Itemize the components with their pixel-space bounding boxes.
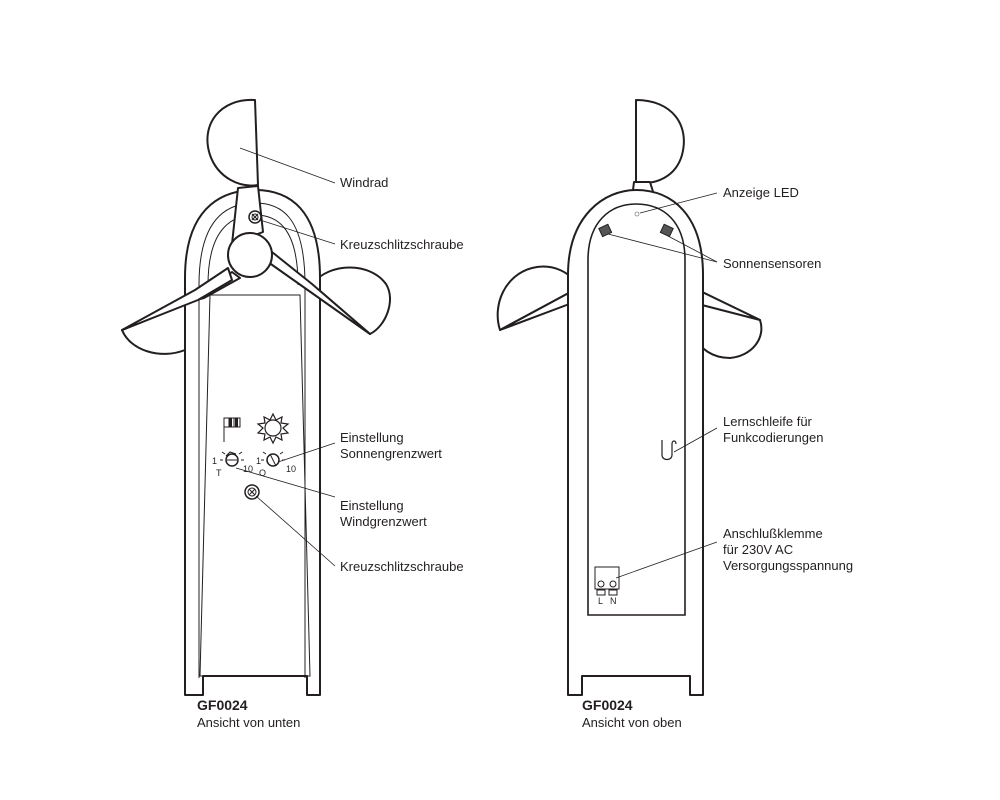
label-wind-setting-1: Einstellung: [340, 498, 404, 513]
leader-screw-bottom: [255, 495, 336, 567]
label-loop-1: Lernschleife für: [723, 414, 813, 429]
leader-loop: [673, 427, 718, 453]
right-model-title: GF0024: [582, 697, 633, 713]
left-top-screw: [248, 210, 262, 224]
leader-screw-top: [259, 219, 336, 245]
sun-dial-o: O: [259, 468, 266, 478]
left-right-cup: [311, 266, 391, 335]
leader-sensor-right: [667, 235, 718, 263]
terminal-mark-l: L: [598, 596, 603, 606]
leader-sun-setting: [277, 442, 336, 463]
indicator-led: [634, 211, 640, 217]
left-blade-left-arm: [121, 267, 233, 331]
wind-dial-min: 1: [212, 456, 217, 466]
wind-threshold-dial: [220, 451, 244, 467]
label-sun-setting-2: Sonnengrenzwert: [340, 446, 442, 461]
learning-loop: [661, 440, 677, 461]
leader-sensor-left: [607, 233, 718, 263]
sun-icon: [256, 412, 290, 445]
left-view-caption: Ansicht von unten: [197, 715, 300, 730]
left-bottom-screw: [244, 484, 260, 500]
leader-terminal: [615, 541, 718, 579]
sun-dial-max: 10: [286, 464, 296, 474]
right-device-view: L N Anzeige LED Sonnensensoren Lernschle…: [496, 99, 853, 730]
left-wheel-hub: [227, 232, 273, 278]
terminal-mark-n: N: [610, 596, 617, 606]
power-terminal-block: [594, 566, 620, 596]
label-wind-setting-2: Windgrenzwert: [340, 514, 427, 529]
wind-dial-max: 10: [243, 464, 253, 474]
sun-sensor-right: [659, 223, 674, 238]
wind-dial-t: T: [216, 468, 222, 478]
left-model-title: GF0024: [197, 697, 248, 713]
leader-windrad: [239, 147, 336, 184]
label-led: Anzeige LED: [723, 185, 799, 200]
left-device-body: [184, 189, 321, 696]
label-windrad: Windrad: [340, 175, 388, 190]
left-device-view: 1 10 T 1 10 O Windrad Kreuzschlitzschrau…: [121, 98, 464, 730]
sun-dial-min: 1: [256, 456, 261, 466]
label-terminal-1: Anschlußklemme: [723, 526, 823, 541]
left-blade-top: [231, 185, 264, 245]
right-view-caption: Ansicht von oben: [582, 715, 682, 730]
leader-led: [639, 192, 718, 214]
label-sun-setting-1: Einstellung: [340, 430, 404, 445]
left-top-cup: [206, 98, 259, 187]
sun-sensor-left: [598, 223, 613, 238]
label-terminal-3: Versorgungsspannung: [723, 558, 853, 573]
leader-wind-setting: [235, 467, 336, 498]
label-sensors: Sonnensensoren: [723, 256, 821, 271]
sun-threshold-dial: [261, 451, 285, 467]
wind-flag-icon: [223, 417, 241, 442]
left-wind-wheel: [121, 98, 391, 355]
left-front-panel: [199, 294, 311, 677]
label-screw-bottom: Kreuzschlitzschraube: [340, 559, 464, 574]
label-screw-top: Kreuzschlitzschraube: [340, 237, 464, 252]
label-loop-2: Funkcodierungen: [723, 430, 823, 445]
label-terminal-2: für 230V AC: [723, 542, 793, 557]
right-top-cup: [635, 99, 685, 184]
